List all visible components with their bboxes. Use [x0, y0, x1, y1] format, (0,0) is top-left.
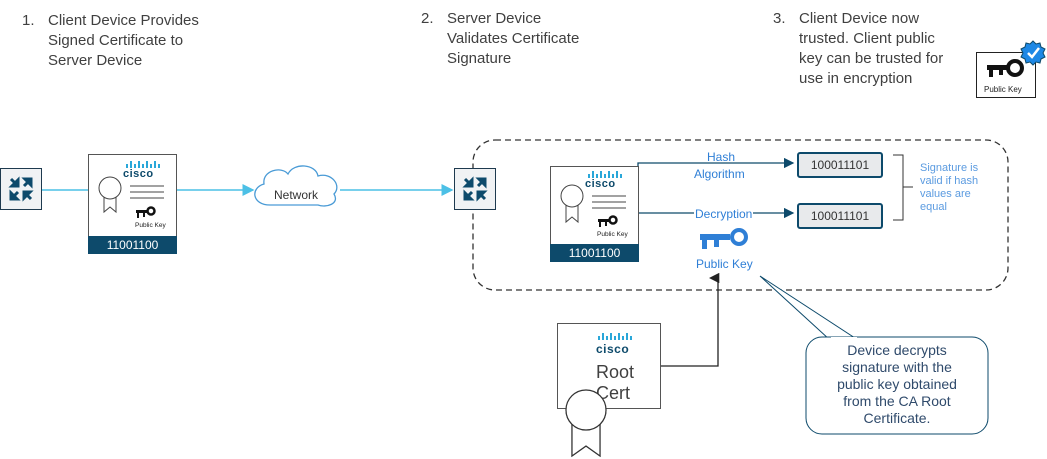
cisco-wordmark: cisco — [585, 178, 616, 190]
trusted-key-badge: Public Key — [976, 52, 1036, 98]
seal-icon — [98, 176, 122, 214]
step-3-line-1: Client Device now — [799, 10, 920, 27]
cert-serial: 11001100 — [88, 236, 177, 254]
seal-icon — [560, 184, 584, 224]
root-cert-label: Root Cert — [596, 362, 635, 403]
cert-serial: 11001100 — [550, 244, 639, 262]
signature-note-line-1: Signature is — [920, 162, 979, 174]
callout-line-3: public key obtained — [837, 376, 957, 392]
step-2-number: 2. — [421, 10, 434, 27]
cisco-wordmark: cisco — [123, 168, 154, 180]
public-key-icon — [700, 228, 748, 249]
callout-pointer — [759, 275, 860, 341]
router-arrows-icon — [8, 176, 34, 202]
step-3-line-2: trusted. Client public — [799, 30, 935, 47]
client-certificate: cisco Public Key 11001100 — [88, 154, 177, 256]
step-2-line-2: Validates Certificate — [447, 30, 580, 47]
public-key-label: Public Key — [696, 257, 753, 271]
step-1-line-1: Client Device Provides — [48, 12, 199, 29]
server-router — [454, 168, 496, 210]
callout-line-2: signature with the — [842, 359, 952, 375]
cisco-logo-bars — [598, 333, 632, 340]
cisco-logo-bars — [588, 171, 622, 178]
check-badge-icon — [1020, 40, 1046, 66]
cisco-logo-bars — [126, 161, 160, 168]
signature-note-line-2: valid if hash — [920, 175, 979, 187]
callout-line-4: from the CA Root — [843, 393, 951, 409]
step-1-line-3: Server Device — [48, 52, 143, 69]
network-label: Network — [274, 188, 319, 202]
received-certificate: cisco Public Key 11001100 — [550, 166, 639, 266]
cert-key-label: Public Key — [135, 222, 166, 229]
callout-bubble — [805, 336, 989, 435]
badge-label: Public Key — [984, 85, 1022, 94]
client-router — [0, 168, 42, 210]
hash-value-box: 100011101 — [797, 152, 883, 178]
step-3-line-4: use in encryption — [799, 70, 913, 87]
cisco-wordmark: cisco — [596, 342, 630, 356]
root-certificate: cisco Root Cert — [557, 323, 661, 409]
callout-line-5: Certificate. — [863, 410, 931, 426]
cert-key-label: Public Key — [597, 231, 628, 238]
hash-label-line2: Algorithm — [694, 167, 745, 181]
step-2-line-3: Signature — [447, 50, 512, 67]
step-2-line-1: Server Device — [447, 10, 542, 27]
step-1-number: 1. — [22, 12, 35, 29]
step-3-number: 3. — [773, 10, 786, 27]
decrypted-value-box: 100011101 — [797, 203, 883, 229]
hash-label-line1: Hash — [707, 150, 736, 164]
validation-region — [472, 139, 1009, 291]
cert-key-icon — [136, 206, 156, 218]
decryption-label: Decryption — [694, 207, 754, 221]
root-rosette-icon — [565, 389, 607, 458]
step-1-line-2: Signed Certificate to — [48, 32, 184, 49]
network-cloud-icon — [254, 165, 338, 207]
root-key-arrow — [660, 272, 720, 367]
step-3-line-3: key can be trusted for — [799, 50, 944, 67]
key-icon — [987, 59, 1024, 77]
signature-note-line-4: equal — [920, 201, 947, 213]
callout-line-1: Device decrypts — [847, 342, 947, 358]
signature-note-line-3: values are — [920, 188, 971, 200]
cert-key-icon — [598, 215, 618, 227]
comparison-bracket — [893, 154, 913, 221]
router-arrows-icon — [462, 176, 488, 202]
callout-text: Device decrypts signature with the publi… — [812, 342, 982, 427]
